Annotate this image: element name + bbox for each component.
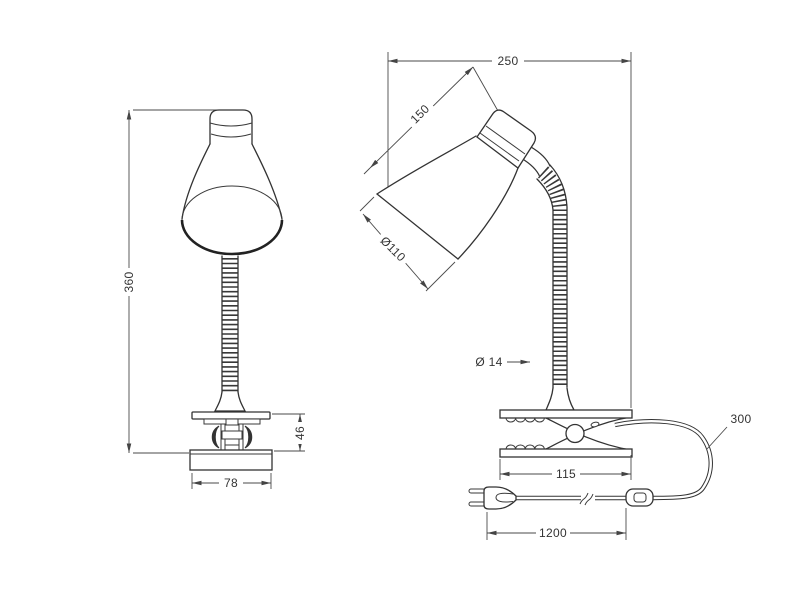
cap-ring-line: [210, 133, 252, 138]
clamp-spring-coil: [565, 423, 585, 444]
dim-label-360: 360: [122, 272, 136, 293]
gooseneck-side: [520, 142, 576, 411]
dim-label-78: 78: [224, 476, 238, 490]
clamp-center-tab: [225, 418, 239, 426]
cap-ring-line: [209, 122, 253, 127]
neck-collar-edge: [530, 146, 551, 167]
gooseneck-base: [213, 391, 247, 412]
power-plug: [468, 486, 517, 510]
dim-label-14: Ø 14: [475, 355, 502, 369]
plug-strain-relief: [495, 492, 514, 503]
plug-body: [483, 486, 517, 510]
lamp-head-front: [180, 109, 284, 256]
dim-height-360: 360: [122, 109, 223, 454]
switch-button: [633, 492, 647, 503]
lamp-cap-front: [209, 109, 253, 145]
cable-break-icon: [584, 493, 594, 506]
label-gap: [374, 230, 412, 268]
clamp-rivet: [590, 421, 600, 428]
dim-label-115: 115: [556, 467, 576, 481]
dim-clamp-46: 46: [272, 413, 307, 452]
jaw-teeth-top: [505, 417, 545, 423]
dim-label-1200: 1200: [539, 526, 567, 540]
shade-rim-back: [181, 185, 283, 221]
label-gap: [219, 476, 243, 490]
label-gap: [492, 54, 524, 68]
leaf-spring-left: [211, 425, 220, 449]
clamp-crossbar: [221, 430, 243, 440]
clamp-bottom-jaw: [499, 448, 633, 458]
shade-rim-front: [180, 219, 284, 256]
dim-cord-1200: 1200: [486, 508, 627, 540]
neck-edge-right: [549, 164, 568, 388]
leaf-spring-right: [244, 425, 253, 449]
clamp-top-jaw: [499, 409, 633, 419]
label-gap: [552, 467, 580, 481]
cap-ring-line: [485, 125, 526, 155]
shade-outline-upper: [376, 135, 477, 195]
label-gap: [293, 422, 307, 444]
cable-break-icon: [579, 492, 589, 505]
side-view: 250 150 Ø110: [359, 52, 752, 540]
dim-neck-14: Ø 14: [475, 355, 530, 369]
clamp-side: [499, 409, 633, 458]
shade-rim-side: [376, 193, 459, 260]
shade-fill: [377, 136, 518, 259]
lamp-head-side: [376, 109, 537, 260]
inline-switch: [625, 488, 654, 507]
label-gap: [536, 526, 570, 540]
cap-ring-line: [479, 132, 520, 162]
dim-label-46: 46: [293, 426, 307, 440]
front-view: 360: [122, 109, 307, 490]
dim-label-300: 300: [731, 412, 752, 426]
lamp-cap-side: [476, 109, 537, 169]
clamp-front: [189, 411, 273, 471]
gooseneck-front: [213, 255, 247, 412]
label-gap: [404, 98, 436, 130]
neck-edge-left: [536, 178, 554, 389]
dim-base-78: 78: [191, 473, 272, 490]
clamp-bottom-plate: [189, 449, 273, 471]
clamp-top-plate: [191, 411, 271, 420]
dim-depth-250: 250: [387, 52, 632, 408]
dim-head-150: 150: [363, 66, 499, 175]
label-gap: [122, 268, 136, 296]
shade-outline-lower: [457, 167, 519, 260]
dim-loop-300: 300: [706, 412, 752, 450]
dim-clamp-115: 115: [499, 455, 632, 481]
dim-label-250: 250: [498, 54, 519, 68]
jaw-teeth-bottom: [505, 444, 545, 450]
power-cable: [515, 419, 713, 506]
